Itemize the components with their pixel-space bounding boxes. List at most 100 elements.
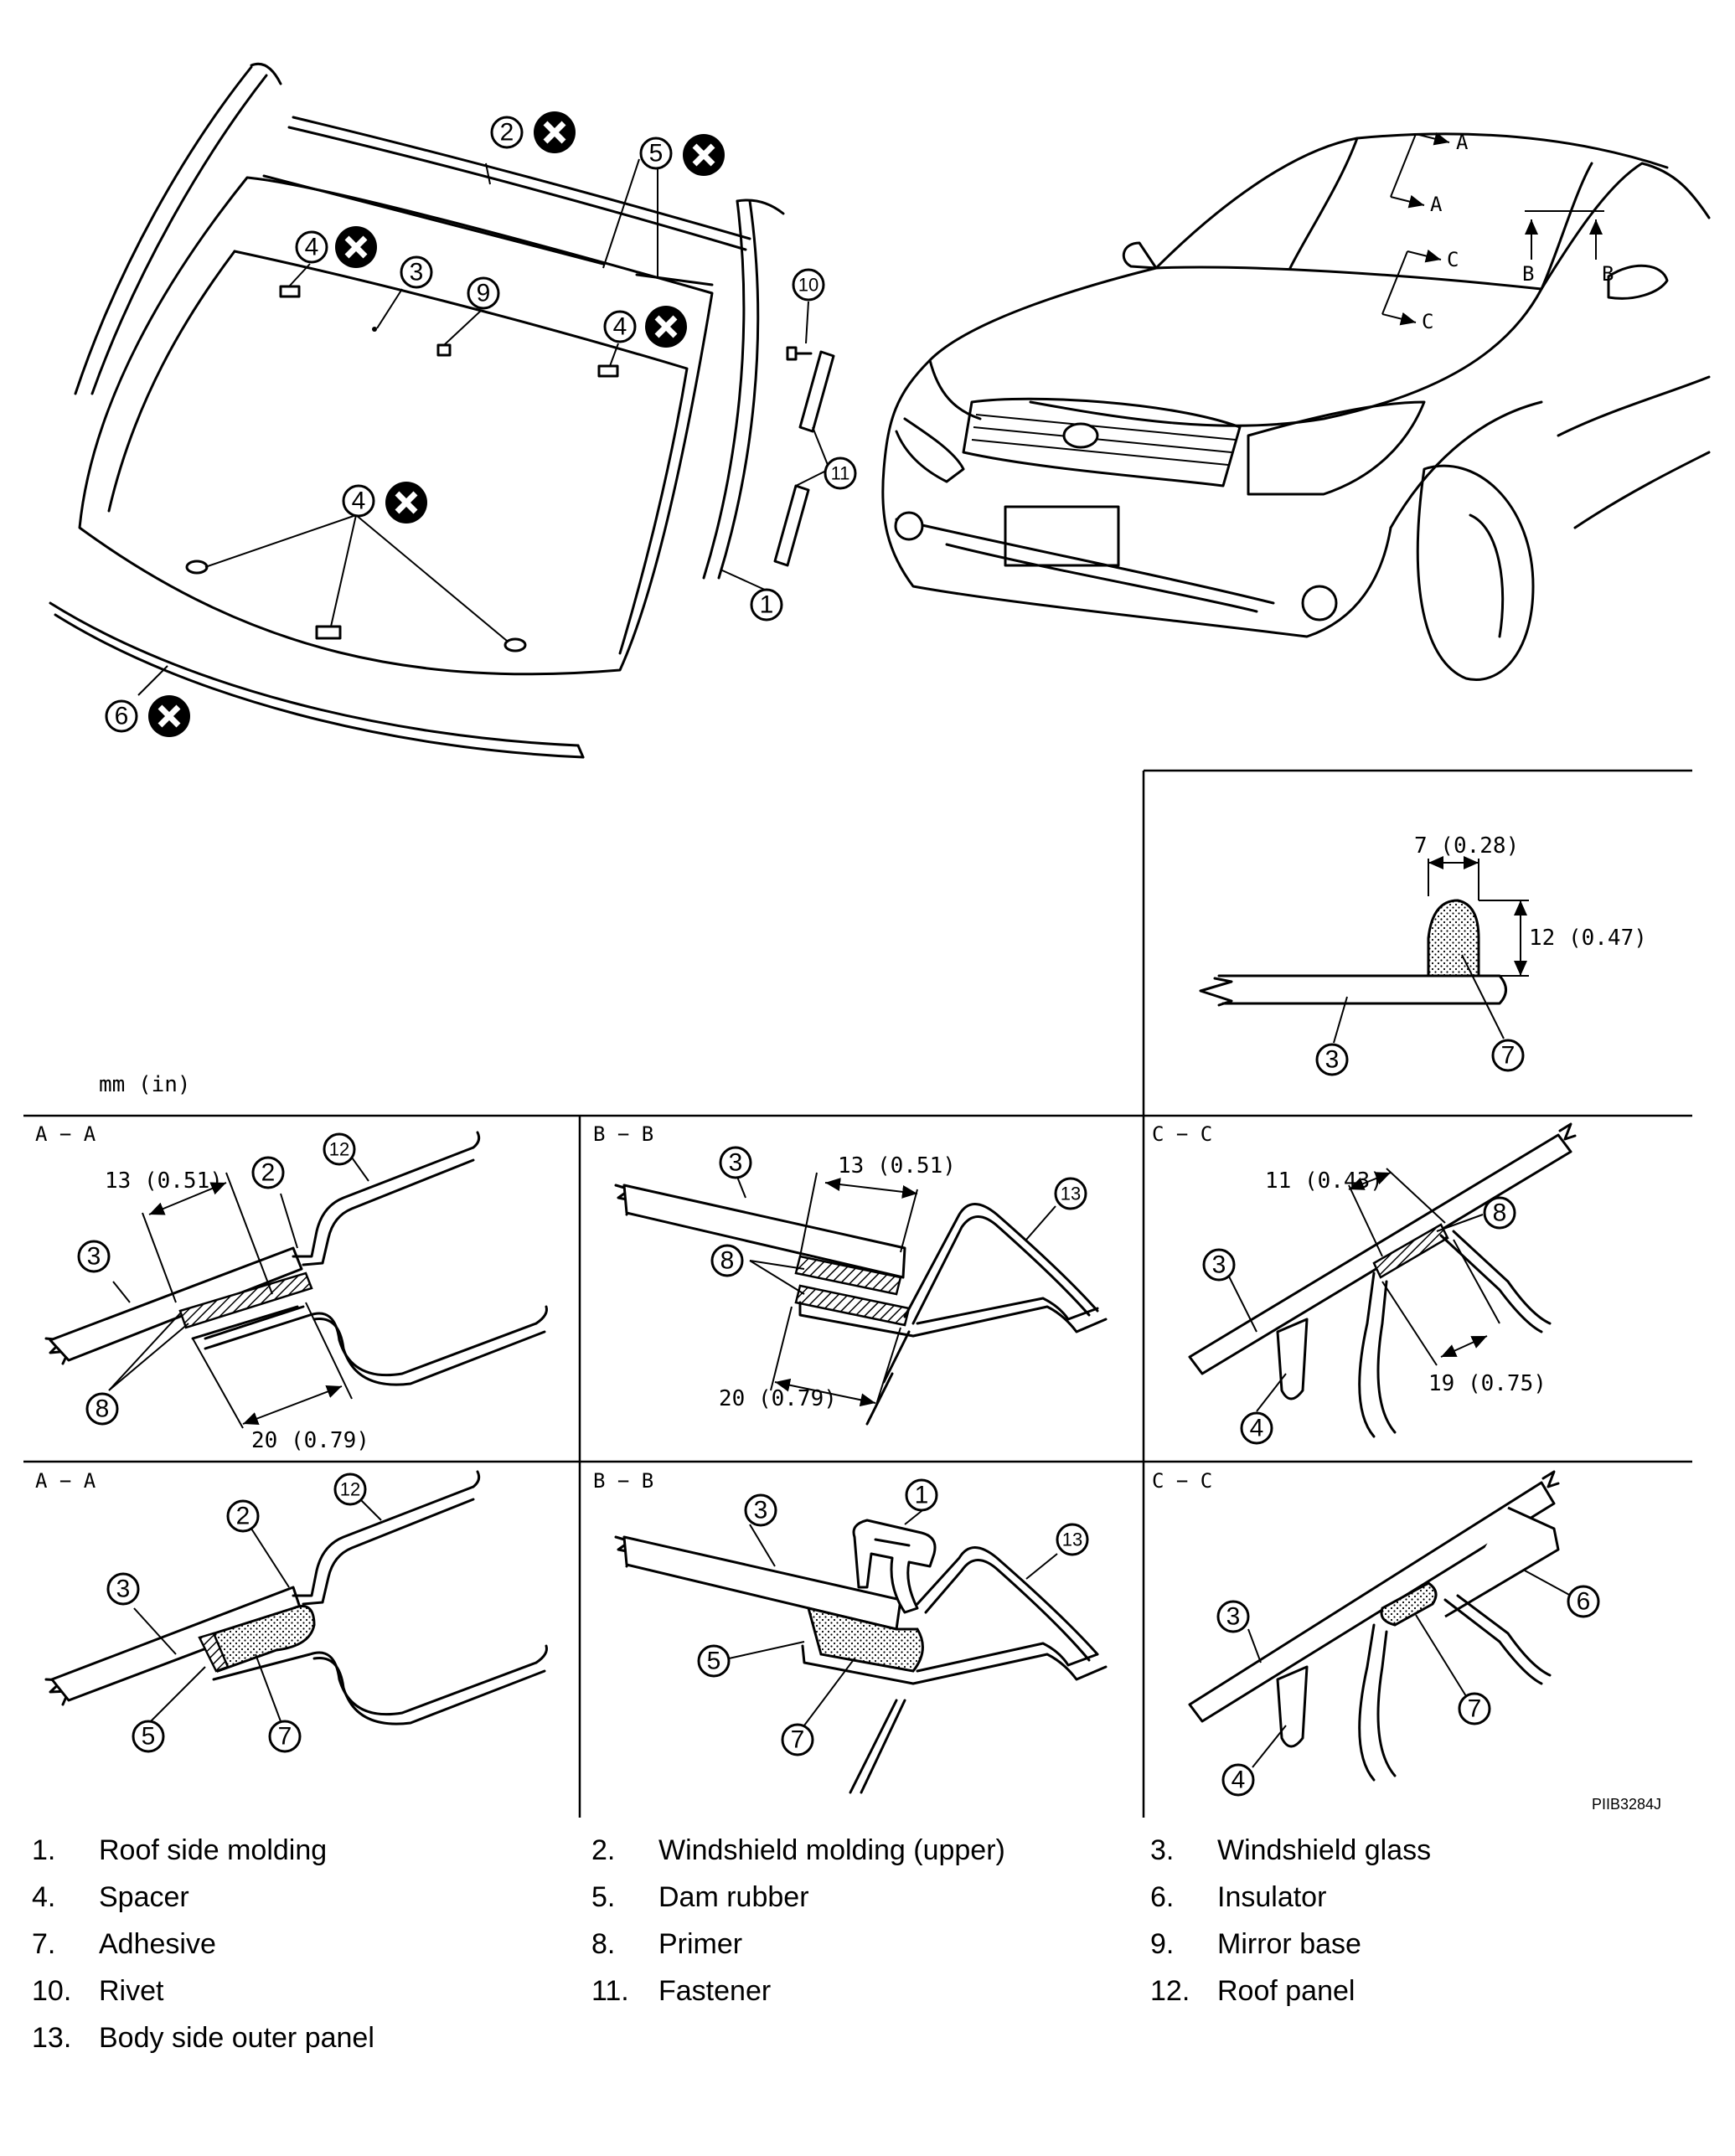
svg-text:1: 1	[760, 591, 774, 619]
callout-4: 4	[1221, 1763, 1255, 1797]
section-grid-frame	[23, 769, 1692, 1818]
callout-2: 2	[226, 1499, 260, 1533]
svg-text:7 (0.28): 7 (0.28)	[1414, 833, 1519, 859]
svg-text:B − B: B − B	[593, 1122, 653, 1146]
callout-5: 5	[639, 137, 673, 170]
svg-text:B: B	[1522, 262, 1534, 286]
callout-2: 2	[490, 116, 524, 149]
svg-text:3: 3	[87, 1243, 101, 1271]
svg-text:6: 6	[115, 703, 129, 730]
svg-text:2: 2	[500, 119, 514, 147]
callout-7: 7	[268, 1720, 302, 1753]
svg-text:13: 13	[1061, 1184, 1081, 1204]
callout-4: 4	[342, 484, 375, 518]
svg-text:2: 2	[261, 1159, 276, 1187]
section-aa-adhesive: A − A 3 2 12 5 7	[35, 1469, 548, 1753]
callout-3: 3	[77, 1240, 111, 1273]
figure-code: PIIB3284J	[1592, 1796, 1661, 1813]
svg-text:8: 8	[1493, 1199, 1507, 1227]
svg-text:1: 1	[915, 1482, 929, 1509]
svg-text:8: 8	[720, 1247, 735, 1275]
svg-text:4: 4	[613, 313, 627, 341]
callout-13: 13	[1056, 1523, 1089, 1556]
svg-text:19 (0.75): 19 (0.75)	[1428, 1371, 1547, 1396]
callout-7: 7	[781, 1723, 814, 1756]
callout-3: 3	[400, 255, 433, 289]
svg-text:11: 11	[831, 463, 850, 484]
callout-13: 13	[1054, 1177, 1087, 1210]
callout-5: 5	[132, 1720, 165, 1753]
svg-text:3: 3	[116, 1576, 131, 1603]
svg-text:A: A	[1430, 193, 1443, 216]
svg-text:4: 4	[352, 487, 366, 515]
section-cc-adhesive: C − C 3 6 7 4	[1152, 1469, 1600, 1797]
svg-text:20 (0.79): 20 (0.79)	[251, 1428, 369, 1453]
callout-7: 7	[1491, 1039, 1525, 1072]
callout-1: 1	[905, 1478, 938, 1512]
section-bb-primer: B − B 13 (0.51) 20 (0.79) 3 8 13	[593, 1122, 1108, 1426]
callout-12: 12	[323, 1132, 356, 1166]
exploded-callouts: 2 5 4 3 9 4 10 11 4 1 6	[105, 116, 857, 733]
callout-7: 7	[1458, 1692, 1491, 1725]
callout-3: 3	[744, 1493, 777, 1527]
svg-text:A − A: A − A	[35, 1469, 96, 1493]
svg-text:7: 7	[1468, 1695, 1482, 1723]
svg-text:A − A: A − A	[35, 1122, 96, 1146]
callout-6: 6	[1567, 1585, 1600, 1618]
svg-text:13: 13	[1062, 1529, 1082, 1550]
callout-4: 4	[295, 230, 328, 264]
svg-text:3: 3	[729, 1149, 743, 1177]
callout-8: 8	[1483, 1196, 1516, 1230]
svg-text:5: 5	[707, 1648, 721, 1675]
svg-text:7: 7	[278, 1723, 292, 1751]
svg-text:A: A	[1456, 131, 1469, 154]
section-bb-adhesive: B − B 3 1 13 5 7	[593, 1469, 1108, 1794]
svg-text:2: 2	[236, 1503, 250, 1530]
callout-8: 8	[710, 1244, 744, 1277]
svg-text:C − C: C − C	[1152, 1122, 1212, 1146]
svg-text:3: 3	[1226, 1603, 1241, 1631]
section-cc-primer: C − C 11 (0.43) 19 (0.75) 3 8 4	[1152, 1122, 1577, 1445]
svg-text:3: 3	[1325, 1046, 1340, 1074]
callout-11: 11	[824, 456, 857, 490]
callout-5: 5	[697, 1644, 731, 1678]
svg-text:9: 9	[477, 280, 491, 307]
callout-4: 4	[603, 310, 637, 343]
section-cut-lines	[1381, 132, 1604, 326]
svg-text:5: 5	[649, 140, 664, 168]
svg-text:6: 6	[1577, 1588, 1591, 1616]
svg-text:B − B: B − B	[593, 1469, 653, 1493]
callout-3: 3	[1202, 1248, 1236, 1282]
callout-4: 4	[1240, 1411, 1273, 1445]
svg-text:13 (0.51): 13 (0.51)	[105, 1168, 223, 1194]
svg-text:C: C	[1447, 248, 1459, 271]
svg-text:12: 12	[340, 1479, 360, 1500]
section-letters: A A C C B B	[1422, 131, 1614, 333]
svg-text:C − C: C − C	[1152, 1469, 1212, 1493]
svg-text:12: 12	[329, 1139, 349, 1160]
svg-text:3: 3	[1212, 1251, 1226, 1279]
vehicle-reference-view: A A C C B B	[881, 131, 1711, 681]
svg-text:B: B	[1602, 262, 1614, 286]
do-not-reuse-marks	[148, 111, 725, 737]
callout-1: 1	[750, 588, 783, 622]
callout-6: 6	[105, 699, 138, 733]
callout-12: 12	[333, 1473, 367, 1506]
units-note: mm (in)	[99, 1072, 191, 1097]
svg-text:11 (0.43): 11 (0.43)	[1265, 1168, 1383, 1194]
callout-8: 8	[85, 1392, 119, 1426]
svg-text:4: 4	[1232, 1767, 1246, 1794]
callout-9: 9	[467, 276, 500, 310]
callout-2: 2	[251, 1156, 285, 1189]
svg-text:4: 4	[1250, 1415, 1264, 1442]
callout-3: 3	[106, 1572, 140, 1606]
svg-text:8: 8	[96, 1395, 110, 1423]
callout-3: 3	[719, 1146, 752, 1179]
section-aa-primer: A − A 13 (0.51) 20 (0.79) 2 12	[35, 1122, 548, 1453]
svg-text:5: 5	[142, 1723, 156, 1751]
callout-3: 3	[1315, 1043, 1349, 1076]
svg-text:7: 7	[1501, 1042, 1516, 1070]
svg-text:C: C	[1422, 310, 1433, 333]
svg-text:13 (0.51): 13 (0.51)	[838, 1153, 956, 1179]
